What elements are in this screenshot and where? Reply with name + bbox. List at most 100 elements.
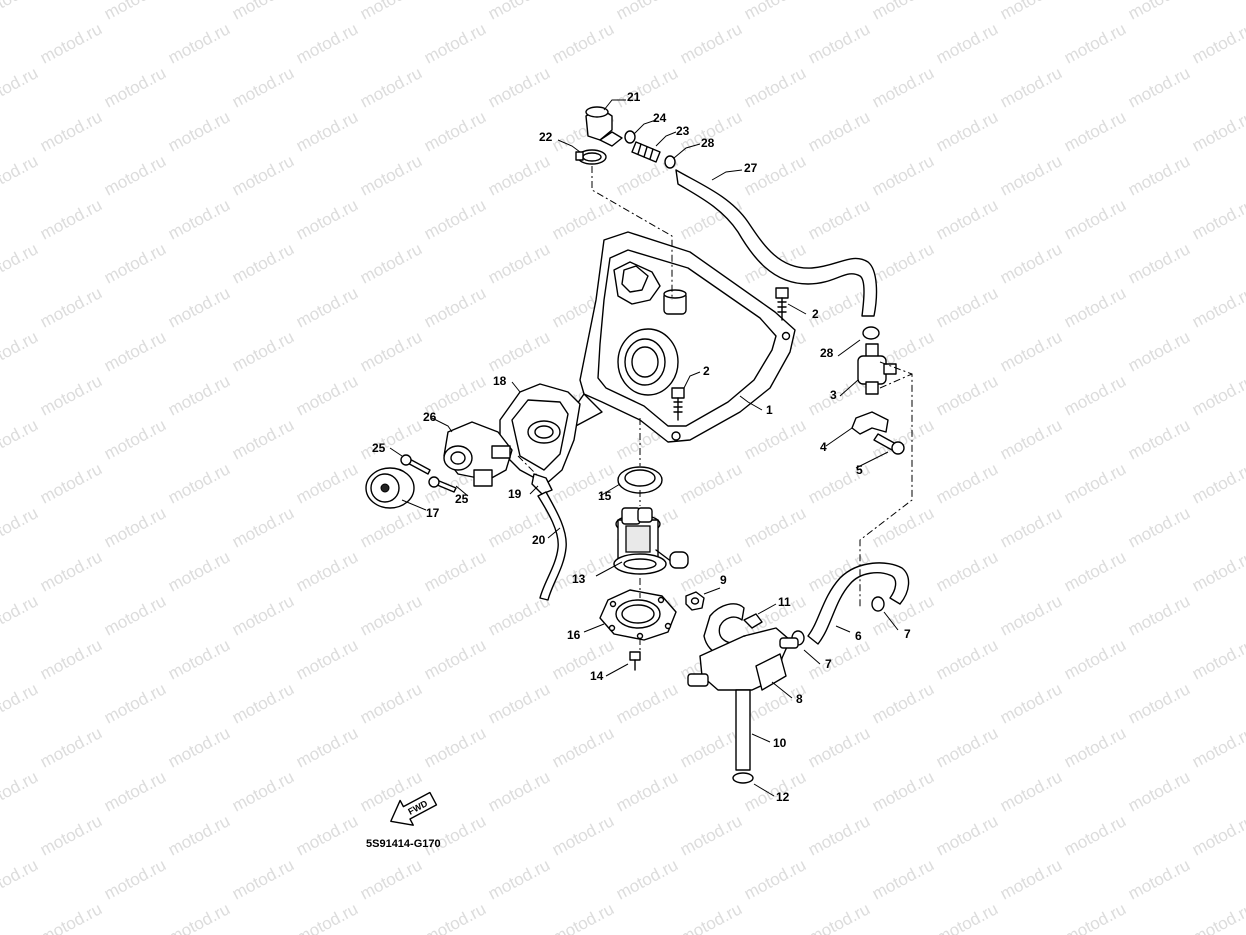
callout-28[interactable]: 28 <box>820 346 834 360</box>
watermark-text: motod.ru <box>613 679 681 727</box>
clip-11[interactable] <box>743 613 763 629</box>
fuel-hose-6[interactable] <box>807 562 910 645</box>
clip-22[interactable] <box>575 149 607 165</box>
clip-28-top[interactable] <box>664 155 676 169</box>
watermark-text: motod.ru <box>1061 635 1129 683</box>
callout-25-upper[interactable]: 25 <box>372 441 386 455</box>
clip-7-right[interactable] <box>871 596 885 612</box>
callout-16[interactable]: 16 <box>567 628 581 642</box>
watermark-text: motod.ru <box>293 19 361 67</box>
callout-10[interactable]: 10 <box>773 736 787 750</box>
watermark-text: motod.ru <box>357 0 425 24</box>
callout-25-lower[interactable]: 25 <box>455 492 469 506</box>
watermark-text: motod.ru <box>933 547 1001 595</box>
bolt-5[interactable] <box>873 433 905 455</box>
fuel-filter-8[interactable] <box>687 603 799 691</box>
callout-6[interactable]: 6 <box>855 629 862 643</box>
callout-9[interactable]: 9 <box>720 573 727 587</box>
callout-20[interactable]: 20 <box>532 533 546 547</box>
pump-26[interactable] <box>443 421 513 487</box>
callout-22[interactable]: 22 <box>539 130 553 144</box>
watermark-text: motod.ru <box>1061 107 1129 155</box>
fuel-pipe-10[interactable] <box>735 689 751 771</box>
drain-hose-20[interactable] <box>537 491 567 601</box>
callout-1[interactable]: 1 <box>766 403 773 417</box>
watermark-text: motod.ru <box>165 547 233 595</box>
watermark-text: motod.ru <box>997 855 1065 903</box>
watermark-text: motod.ru <box>933 635 1001 683</box>
watermark-text: motod.ru <box>37 635 105 683</box>
watermark-text: motod.ru <box>613 767 681 815</box>
watermark-text: motod.ru <box>805 811 873 859</box>
callout-5[interactable]: 5 <box>856 463 863 477</box>
watermark-text: motod.ru <box>549 19 617 67</box>
screw-14[interactable] <box>629 651 641 671</box>
watermark-text: motod.ru <box>101 151 169 199</box>
watermark-text: motod.ru <box>1125 591 1193 639</box>
watermark-text: motod.ru <box>1189 723 1246 771</box>
clip-28[interactable] <box>862 326 880 340</box>
fuel-tank[interactable] <box>565 231 796 443</box>
watermark-text: motod.ru <box>37 283 105 331</box>
watermark-text: motod.ru <box>421 19 489 67</box>
clip-12[interactable] <box>732 772 754 784</box>
breather-hose-27[interactable] <box>675 169 878 317</box>
watermark-text: motod.ru <box>357 239 425 287</box>
nut-9[interactable] <box>685 591 705 611</box>
watermark-text: motod.ru <box>997 239 1065 287</box>
callout-28-top[interactable]: 28 <box>701 136 715 150</box>
watermark-text: motod.ru <box>357 151 425 199</box>
callout-3[interactable]: 3 <box>830 388 837 402</box>
gasket-15[interactable] <box>617 466 663 494</box>
watermark-text: motod.ru <box>1189 283 1246 331</box>
elbow-cap-21[interactable] <box>585 106 623 147</box>
watermark-text: motod.ru <box>293 811 361 859</box>
fuel-pump-13[interactable] <box>613 507 689 575</box>
watermark-text: motod.ru <box>677 899 745 935</box>
callouts: 21 24 23 22 28 27 2 2 1 28 3 4 5 18 26 2… <box>372 90 911 804</box>
watermark-text: motod.ru <box>933 899 1001 935</box>
watermark-text: motod.ru <box>1061 723 1129 771</box>
bolt-25-lower[interactable] <box>428 476 457 493</box>
callout-12[interactable]: 12 <box>776 790 790 804</box>
callout-14[interactable]: 14 <box>590 669 604 683</box>
o-ring-24[interactable] <box>624 130 636 144</box>
fuel-pump-plate-16[interactable] <box>599 589 677 641</box>
watermark-text: motod.ru <box>1189 811 1246 859</box>
callout-11[interactable]: 11 <box>778 595 791 609</box>
watermark-text: motod.ru <box>741 415 809 463</box>
callout-18[interactable]: 18 <box>493 374 507 388</box>
bracket-4[interactable] <box>851 411 889 435</box>
fitting-23[interactable] <box>631 141 661 163</box>
callout-19[interactable]: 19 <box>508 487 522 501</box>
callout-4[interactable]: 4 <box>820 440 827 454</box>
bolt-2-lower[interactable] <box>671 387 685 421</box>
callout-17[interactable]: 17 <box>426 506 440 520</box>
joint-19[interactable] <box>531 473 553 495</box>
callout-8[interactable]: 8 <box>796 692 803 706</box>
callout-7-right[interactable]: 7 <box>904 627 911 641</box>
cover-18[interactable] <box>499 383 581 485</box>
watermark-text: motod.ru <box>165 107 233 155</box>
callout-24[interactable]: 24 <box>653 111 667 125</box>
watermark-text: motod.ru <box>165 635 233 683</box>
watermark-text: motod.ru <box>421 195 489 243</box>
bolt-2-upper[interactable] <box>775 287 789 321</box>
callout-15[interactable]: 15 <box>598 489 612 503</box>
fuel-valve-3[interactable] <box>857 343 897 395</box>
callout-27[interactable]: 27 <box>744 161 758 175</box>
callout-2-lower[interactable]: 2 <box>703 364 710 378</box>
cap-17[interactable] <box>365 467 415 509</box>
callout-26[interactable]: 26 <box>423 410 437 424</box>
watermark-text: motod.ru <box>485 327 553 375</box>
watermark-text: motod.ru <box>1061 19 1129 67</box>
watermark-text: motod.ru <box>0 415 41 463</box>
callout-21[interactable]: 21 <box>627 90 641 104</box>
callout-2-upper[interactable]: 2 <box>812 307 819 321</box>
callout-7-left[interactable]: 7 <box>825 657 832 671</box>
bolt-25-upper[interactable] <box>400 454 431 475</box>
watermark-text: motod.ru <box>37 459 105 507</box>
callout-13[interactable]: 13 <box>572 572 586 586</box>
callout-23[interactable]: 23 <box>676 124 690 138</box>
watermark-text: motod.ru <box>101 0 169 24</box>
